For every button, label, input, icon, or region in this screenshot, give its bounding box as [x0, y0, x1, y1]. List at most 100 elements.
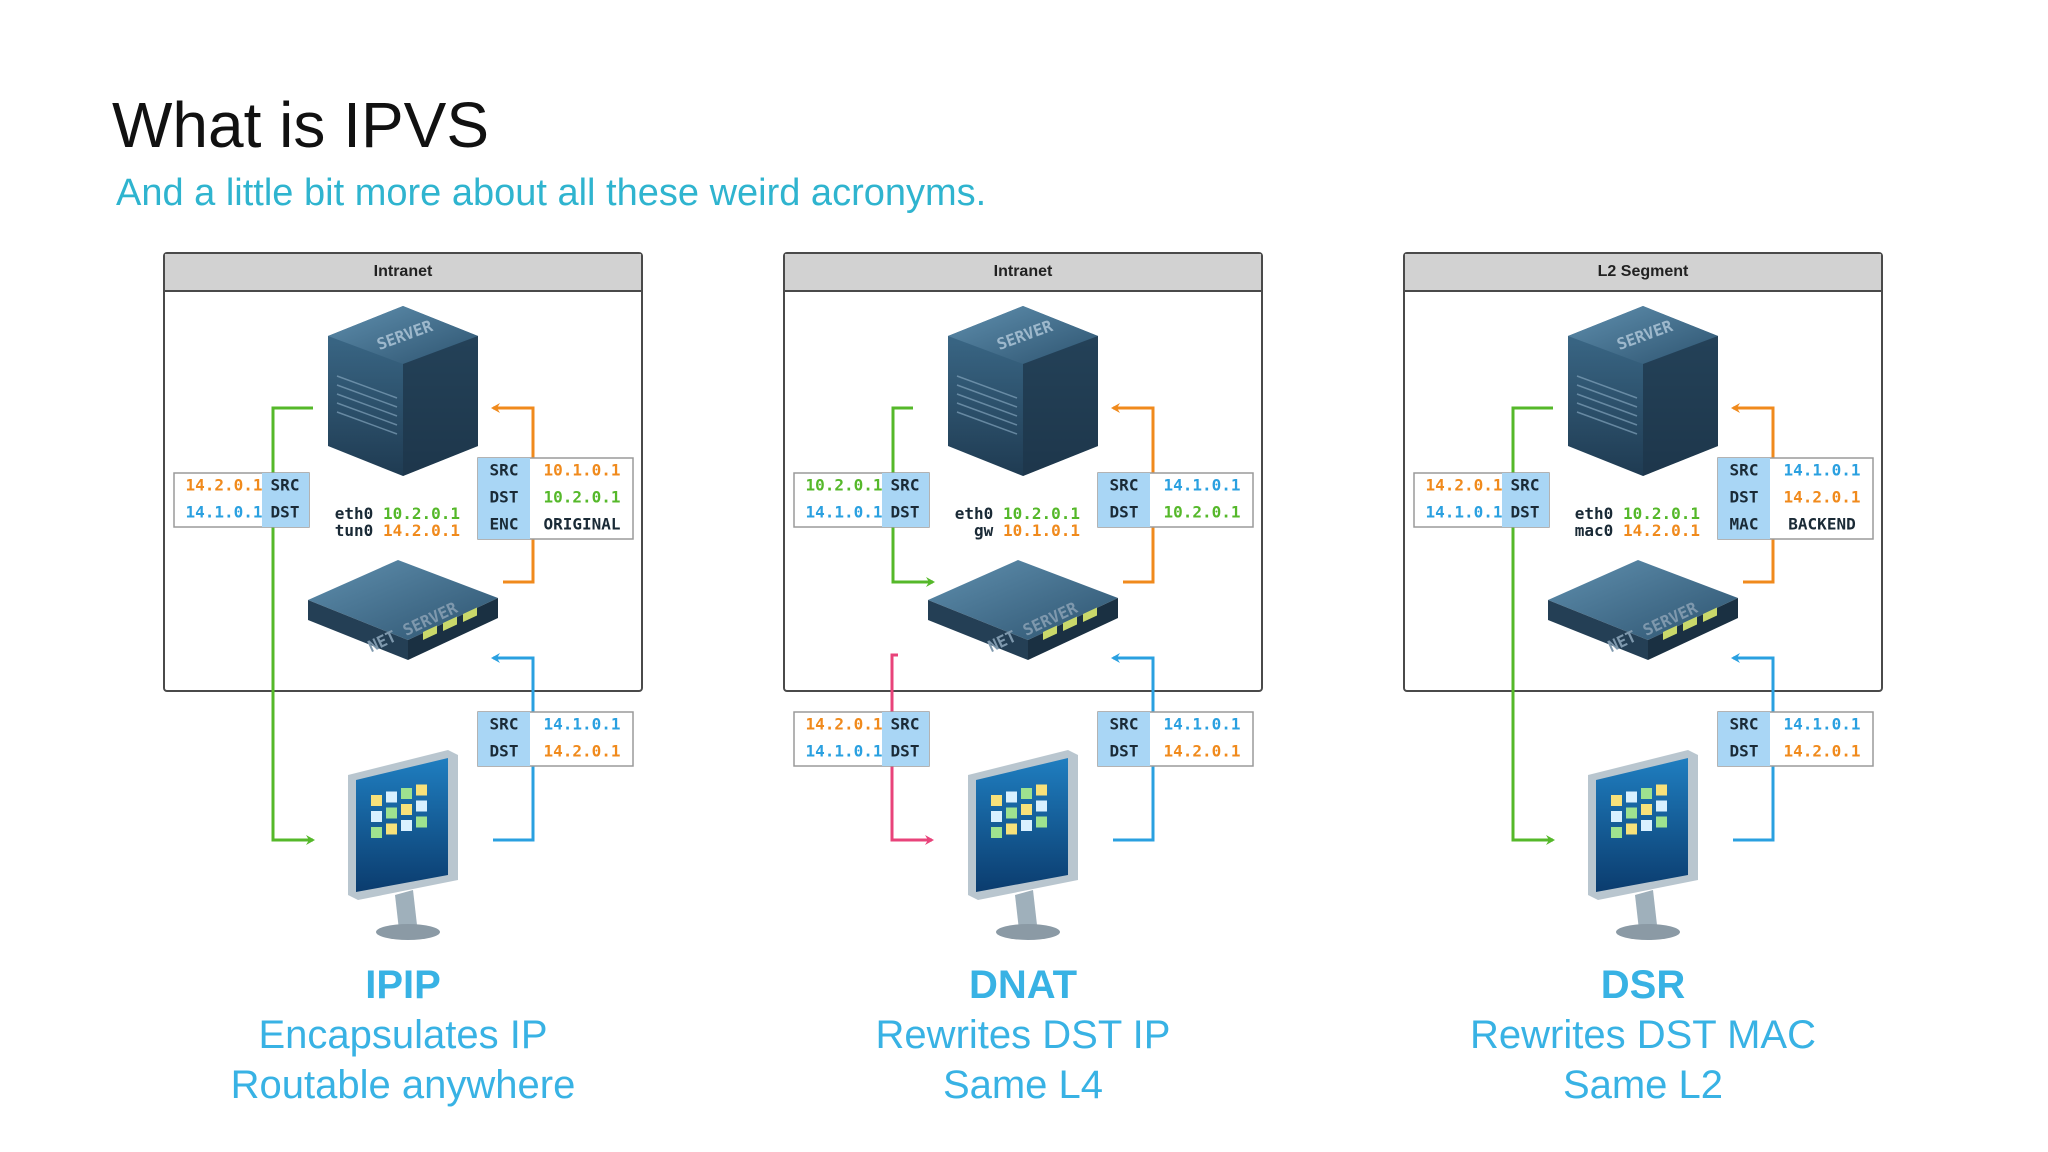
mode-description: Routable anywhere — [230, 1063, 576, 1107]
server-vent — [336, 402, 398, 426]
packet-src-label: SRC — [891, 476, 920, 495]
desktop-icon — [991, 827, 1002, 838]
server-vent — [336, 411, 398, 435]
server-vent — [956, 384, 1018, 408]
packet-field-label: SRC — [1730, 461, 1759, 480]
monitor-neck — [395, 890, 417, 930]
server-side — [403, 336, 478, 476]
server-side — [1023, 336, 1098, 476]
desktop-icon — [1036, 784, 1047, 796]
table-label-cell — [1718, 458, 1770, 539]
packet-field-value: ORIGINAL — [543, 515, 620, 534]
mode-label-dsr: DSR Rewrites DST MAC Same L2 — [1363, 960, 1923, 1110]
packet-field-value: 14.1.0.1 — [1163, 715, 1240, 734]
desktop-icon — [1656, 816, 1667, 828]
desktop-icon — [1036, 800, 1047, 812]
lb-port — [1663, 625, 1677, 640]
load-balancer-icon: NET SERVER — [308, 560, 498, 660]
packet-field-value: BACKEND — [1788, 515, 1855, 534]
desktop-icon — [386, 807, 397, 819]
packet-field-value: 14.2.0.1 — [1783, 742, 1860, 761]
server-vent — [1576, 393, 1638, 417]
interface-name: eth0 — [335, 504, 383, 523]
desktop-icon — [1036, 816, 1047, 828]
desktop-icon — [1626, 791, 1637, 803]
desktop-icon — [1626, 807, 1637, 819]
desktop-icon — [401, 804, 412, 815]
desktop-icon — [1021, 788, 1032, 799]
desktop-icon — [401, 820, 412, 831]
packet-field-label: MAC — [1730, 515, 1759, 534]
desktop-icon — [371, 811, 382, 822]
packet-field-value: 10.2.0.1 — [1163, 503, 1240, 522]
server-top — [948, 306, 1098, 364]
desktop-icon — [991, 811, 1002, 822]
packet-src-value: 14.2.0.1 — [805, 715, 882, 734]
desktop-icon — [371, 827, 382, 838]
desktop-icon — [416, 816, 427, 828]
interface-ip: 14.2.0.1 — [383, 521, 460, 540]
lb-front — [308, 600, 408, 660]
interface-name: eth0 — [1575, 504, 1623, 523]
packet-field-label: DST — [1730, 742, 1759, 761]
lb-port — [1063, 616, 1077, 631]
desktop-icon — [991, 795, 1002, 806]
mode-description: Rewrites DST MAC — [1470, 1013, 1816, 1057]
packet-src-value: 14.2.0.1 — [185, 476, 262, 495]
interface-line: mac0 14.2.0.1 — [1575, 521, 1700, 540]
packet-field-value: 14.2.0.1 — [543, 742, 620, 761]
server-vent — [956, 411, 1018, 435]
table-label-cell — [478, 458, 530, 539]
desktop-icon — [1006, 807, 1017, 819]
slide-title: What is IPVS — [112, 89, 489, 161]
table-label-cell — [1718, 712, 1770, 766]
packet-field-value: 14.1.0.1 — [1163, 476, 1240, 495]
interface-ip: 14.2.0.1 — [1623, 521, 1700, 540]
interface-line: gw 10.1.0.1 — [974, 521, 1080, 540]
interface-name: gw — [974, 521, 1003, 540]
interface-name: tun0 — [335, 521, 383, 540]
desktop-icon — [1641, 804, 1652, 815]
interface-line: eth0 10.2.0.1 — [335, 504, 460, 523]
interface-ip: 10.2.0.1 — [1003, 504, 1080, 523]
arrow-forward — [271, 406, 315, 845]
server-icon: SERVER — [948, 306, 1098, 476]
desktop-icon — [1656, 784, 1667, 796]
interface-ip: 10.2.0.1 — [1623, 504, 1700, 523]
packet-field-value: 10.2.0.1 — [543, 488, 620, 507]
packet-field-value: 14.2.0.1 — [1783, 488, 1860, 507]
table-label-cell — [478, 712, 530, 766]
lb-port — [443, 616, 457, 631]
packet-src-value: 10.2.0.1 — [805, 476, 882, 495]
arrow-forward — [1511, 406, 1555, 845]
packet-field-label: SRC — [1110, 715, 1139, 734]
load-balancer-icon: NET SERVER — [1548, 560, 1738, 660]
desktop-icon — [416, 800, 427, 812]
mode-name: DNAT — [968, 963, 1078, 1007]
server-vent — [1576, 384, 1638, 408]
packet-dst-value: 14.1.0.1 — [805, 742, 882, 761]
desktop-icon — [386, 791, 397, 803]
server-top — [1568, 306, 1718, 364]
server-vent — [956, 375, 1018, 399]
packet-dst-value: 14.1.0.1 — [805, 503, 882, 522]
packet-field-label: DST — [1730, 488, 1759, 507]
desktop-icon — [1021, 804, 1032, 815]
server-side — [1643, 336, 1718, 476]
table-label-cell — [1098, 712, 1150, 766]
packet-field-value: 14.1.0.1 — [543, 715, 620, 734]
interface-line: eth0 10.2.0.1 — [1575, 504, 1700, 523]
mode-description: Encapsulates IP — [258, 1013, 548, 1057]
interface-info: eth0 10.2.0.1gw 10.1.0.1 — [955, 504, 1080, 540]
mode-name: IPIP — [365, 963, 441, 1007]
server-vent — [336, 384, 398, 408]
packet-field-label: ENC — [490, 515, 519, 534]
packet-src-label: SRC — [891, 715, 920, 734]
packet-dst-label: DST — [271, 503, 300, 522]
